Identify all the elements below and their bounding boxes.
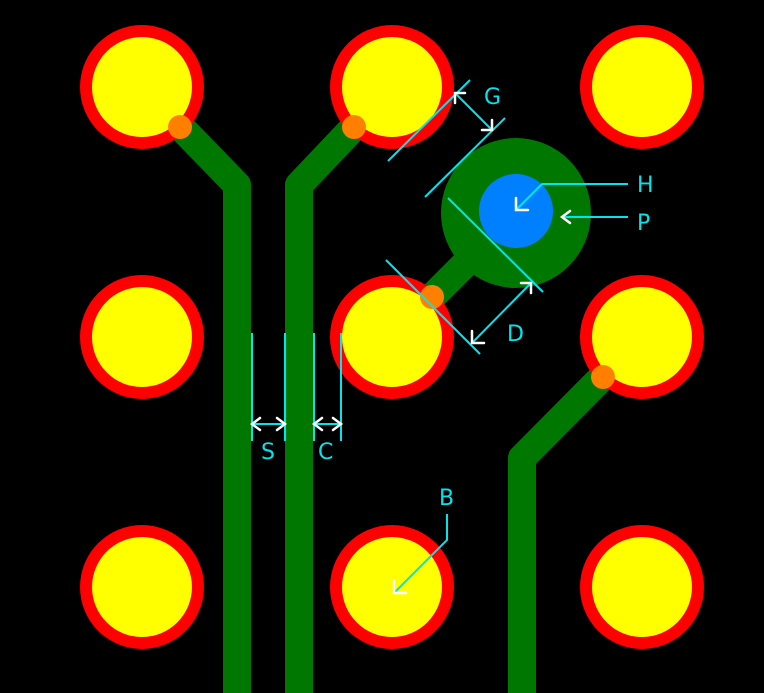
arrowhead-s-1 [249,416,262,432]
pad [330,275,454,399]
arrowheads [249,91,572,595]
pad [80,525,204,649]
pad [580,525,704,649]
arrowhead-d-2 [519,281,533,295]
arrowhead-d-1 [470,329,486,345]
label-b: B [439,486,454,511]
dimension-lines [251,79,628,594]
pad [580,275,704,399]
label-c: C [318,440,333,465]
arrowhead-g-2 [480,118,494,132]
arrowhead-c-1 [311,416,324,432]
label-p: P [637,211,650,236]
arrowhead-p [559,209,572,225]
pad [330,525,454,649]
arrowhead-s-2 [275,416,288,432]
label-d: D [507,322,524,347]
pad-grid [80,25,704,649]
arrowhead-c-2 [331,416,344,432]
pad [80,275,204,399]
label-g: G [484,85,501,110]
arrowhead-b [392,579,408,595]
arrowhead-g-1 [453,91,467,105]
pad [580,25,704,149]
arrowhead-h [514,196,530,212]
label-h: H [637,173,654,198]
label-s: S [261,440,275,465]
dimension-labels: G H P D S C B [261,85,654,511]
trace-ring-overlaps [168,115,615,389]
